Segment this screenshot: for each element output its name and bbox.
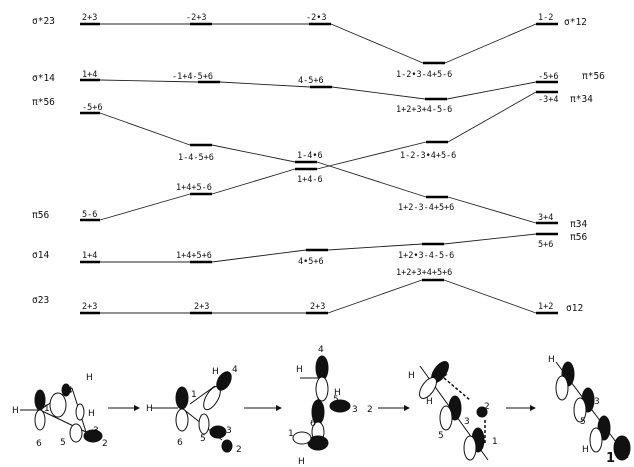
- atom-label: H: [426, 397, 433, 407]
- atom-label: H: [548, 355, 555, 365]
- level-label: 1+4+5+6: [176, 251, 212, 261]
- level-label: 4-5+6: [298, 76, 324, 86]
- label-pi-34: π34: [570, 219, 587, 230]
- atom-label: 3: [594, 397, 600, 407]
- level-label: 2+3: [310, 302, 325, 312]
- level-label: 1-4-5+6: [178, 153, 214, 163]
- correlation-lines: [99, 23, 537, 314]
- label-sigma-12: σ12: [566, 303, 583, 314]
- level-label: 2+3: [194, 302, 209, 312]
- atom-label: 2: [236, 445, 242, 455]
- label-sigma-14: σ14: [32, 250, 49, 261]
- level-label: -5+6: [538, 72, 558, 82]
- level-label: 1+4: [82, 251, 97, 261]
- atom-label: H: [88, 409, 95, 419]
- level-label: 1+4+5-6: [176, 183, 212, 193]
- atom-label: 5: [60, 438, 66, 448]
- level-label: 1+2+3+4-5-6: [396, 105, 452, 115]
- level-label: -1+4-5+6: [172, 72, 213, 82]
- atom-label: 1: [191, 390, 197, 400]
- level-label: 1-2-3•4+5-6: [400, 151, 456, 161]
- level-label: 5+6: [538, 240, 553, 250]
- label-pi-star-56-right: π*56: [582, 71, 605, 82]
- level-label: 1+2+3+4+5+6: [396, 268, 452, 278]
- level-label: 1-4•6: [297, 151, 323, 161]
- atom-label: 5: [438, 431, 444, 441]
- level-label: 5-6: [82, 210, 97, 220]
- label-sigma-23: σ23: [32, 295, 49, 306]
- atom-label: 4: [67, 386, 73, 396]
- level-label: 2+3: [82, 302, 97, 312]
- compound-number: 1: [606, 451, 615, 466]
- atom-label: H: [12, 406, 19, 416]
- right-state-labels: σ*12 π*56 π*34 π34 π56 σ12: [564, 17, 605, 314]
- label-pi-star-34: π*34: [570, 94, 593, 105]
- atom-label: 3: [93, 426, 99, 436]
- level-label: 1+2•3-4-5-6: [398, 251, 454, 261]
- label-sigma-star-12: σ*12: [564, 17, 587, 28]
- atom-label: H: [86, 373, 93, 383]
- level-label: -2•3: [306, 13, 326, 23]
- atom-label: 6: [36, 439, 42, 449]
- level-label: -5+6: [82, 103, 102, 113]
- atom-label: 4: [568, 369, 574, 379]
- level-labels: 2+3 -2+3 -2•3 1-2 1-2•3-4+5-6 1+4 -1+4-5…: [82, 13, 558, 312]
- structure-5: H 4 3 5 H 1: [548, 355, 631, 466]
- label-sigma-star-14: σ*14: [32, 73, 55, 84]
- atom-label: 5: [333, 395, 339, 405]
- atom-label: H: [408, 371, 415, 381]
- label-pi-56: π56: [32, 210, 49, 221]
- level-label: 1+2: [538, 302, 553, 312]
- level-label: 4•5+6: [298, 257, 324, 267]
- left-state-labels: σ*23 σ*14 π*56 π56 σ14 σ23: [32, 16, 55, 306]
- atom-label: H: [296, 365, 303, 375]
- atom-label: 1: [492, 437, 498, 447]
- structure-3: 4 H H 5 6 1 H 3 2: [288, 345, 373, 467]
- level-label: 2+3: [82, 13, 97, 23]
- atom-label: H: [212, 367, 219, 377]
- atom-label: H: [334, 388, 341, 398]
- atom-label: H: [298, 457, 305, 467]
- atom-label: 4: [318, 345, 324, 355]
- atom-label: 5: [200, 434, 206, 444]
- level-label: 1+4: [82, 70, 97, 80]
- atom-label: 6: [310, 419, 316, 429]
- orbital-structures: 1 4 H H H 6 5 3 2 1 4 H H: [12, 345, 631, 467]
- level-label: 1-2•3-4+5-6: [396, 70, 452, 80]
- label-sigma-star-23: σ*23: [32, 16, 55, 27]
- atom-label: 3: [352, 405, 358, 415]
- atom-label: 2: [367, 405, 373, 415]
- atom-label: H: [146, 404, 153, 414]
- structure-1: 1 4 H H H 6 5 3 2: [12, 373, 108, 449]
- atom-label: 1: [44, 404, 50, 414]
- atom-label: 3: [464, 417, 470, 427]
- label-pi-56-right: π56: [570, 232, 587, 243]
- level-label: 1+2-3-4+5+6: [398, 203, 454, 213]
- atom-label: 5: [580, 417, 586, 427]
- level-label: 1+4-6: [297, 175, 323, 185]
- level-label: 1-2: [538, 13, 553, 23]
- atom-label: 4: [232, 365, 238, 375]
- energy-levels: [80, 22, 558, 315]
- level-label: 3+4: [538, 213, 553, 223]
- atom-label: 1: [288, 429, 294, 439]
- atom-label: H: [582, 445, 589, 455]
- level-label: -3+4: [538, 95, 558, 105]
- structure-4: H 4 H 3 2 5 1: [408, 361, 498, 461]
- atom-label: 6: [177, 438, 183, 448]
- label-pi-star-56: π*56: [32, 97, 55, 108]
- structure-2: 1 4 H H 6 5 3 2: [146, 365, 242, 455]
- atom-label: 2: [484, 402, 490, 412]
- level-label: -2+3: [186, 13, 206, 23]
- atom-label: 3: [226, 426, 232, 436]
- atom-label: 4: [442, 369, 448, 379]
- atom-label: 2: [102, 439, 108, 449]
